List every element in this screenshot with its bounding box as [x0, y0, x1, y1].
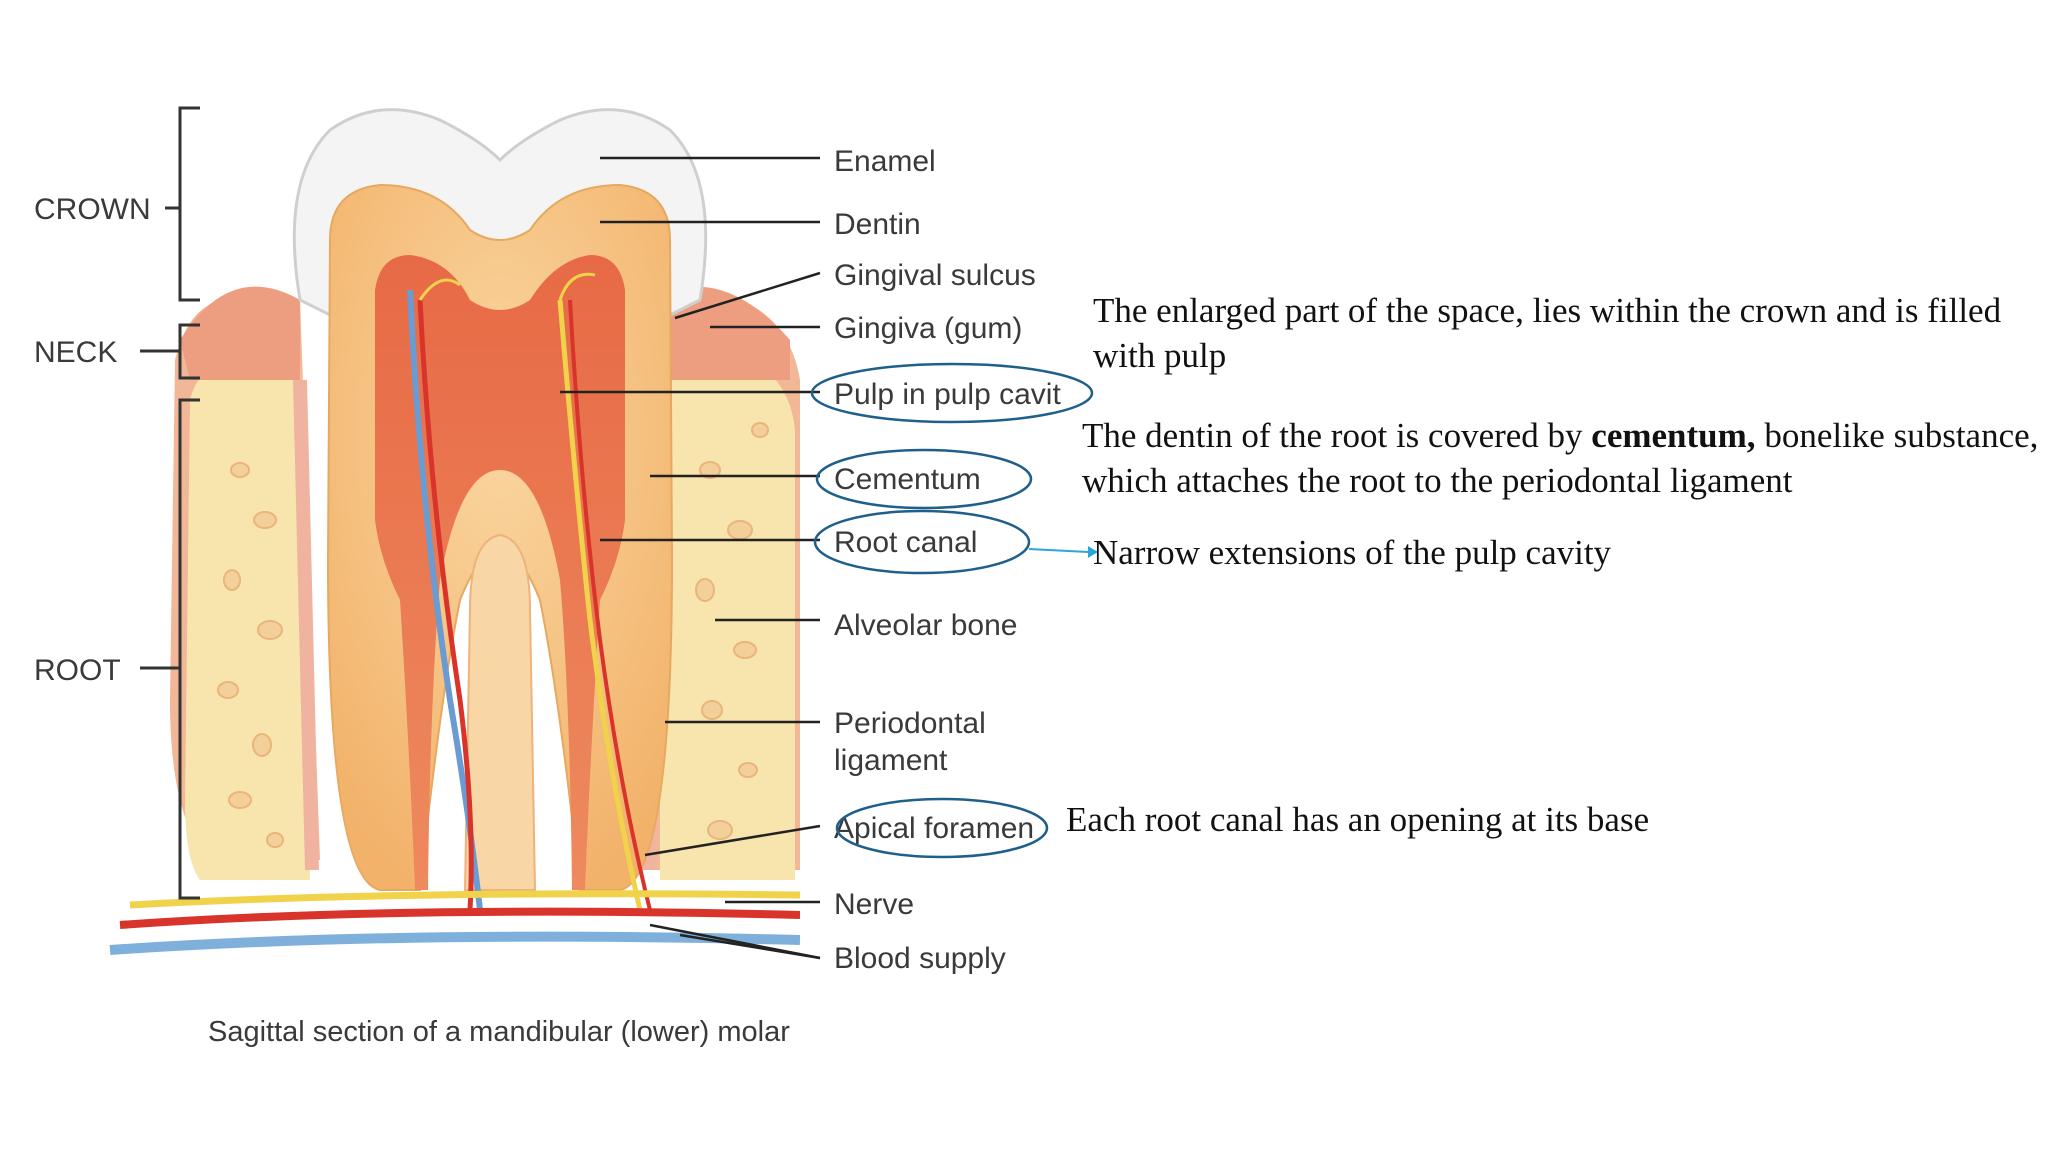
cementum-note-bold: cementum,: [1591, 416, 1756, 455]
pulp-note: The enlarged part of the space, lies wit…: [1093, 288, 2033, 378]
label-ligament: ligament: [834, 744, 948, 777]
label-gingiva: Gingiva (gum): [834, 312, 1022, 345]
ellipse-pulp: [810, 362, 1094, 424]
tooth: [292, 108, 708, 911]
ellipse-apical-foramen: [835, 797, 1049, 859]
label-apical-foramen: Apical foramen: [834, 812, 1034, 845]
leader-lines: [560, 156, 821, 960]
label-pulp: Pulp in pulp cavit: [834, 378, 1061, 411]
pulp-shape: [375, 255, 625, 890]
cementum-note-before: The dentin of the root is covered by: [1082, 416, 1592, 455]
apical-note-text: Each root canal has an opening at its ba…: [1066, 800, 1650, 839]
root-canal-note: Narrow extensions of the pulp cavity: [1093, 530, 1993, 575]
label-periodontal: Periodontal: [834, 707, 986, 740]
region-root: ROOT: [34, 654, 121, 687]
root-canal-arrow: [1028, 546, 1098, 558]
label-alveolar-bone: Alveolar bone: [834, 609, 1017, 642]
label-root-canal: Root canal: [834, 526, 977, 559]
ellipse-cementum: [815, 448, 1033, 510]
figure-caption: Sagittal section of a mandibular (lower)…: [208, 1016, 790, 1048]
label-gingival-sulcus: Gingival sulcus: [834, 259, 1036, 292]
highlight-ellipses: [810, 362, 1094, 859]
label-blood-supply: Blood supply: [834, 942, 1006, 975]
cementum-note-after: bonelike substance, which attaches the r…: [1082, 416, 2039, 500]
label-enamel: Enamel: [834, 145, 936, 178]
region-neck: NECK: [34, 336, 117, 369]
label-nerve: Nerve: [834, 888, 914, 921]
cementum-note: The dentin of the root is covered by cem…: [1082, 413, 2042, 503]
pulp-note-text: The enlarged part of the space, lies wit…: [1093, 291, 2002, 375]
base-vessels: [109, 890, 801, 955]
label-cementum: Cementum: [834, 463, 981, 496]
apical-note: Each root canal has an opening at its ba…: [1066, 797, 1966, 842]
region-brackets: [140, 106, 200, 900]
root-canal-note-text: Narrow extensions of the pulp cavity: [1093, 533, 1612, 572]
region-crown: CROWN: [34, 193, 151, 226]
ellipse-root-canal: [813, 509, 1031, 575]
label-dentin: Dentin: [834, 208, 921, 241]
